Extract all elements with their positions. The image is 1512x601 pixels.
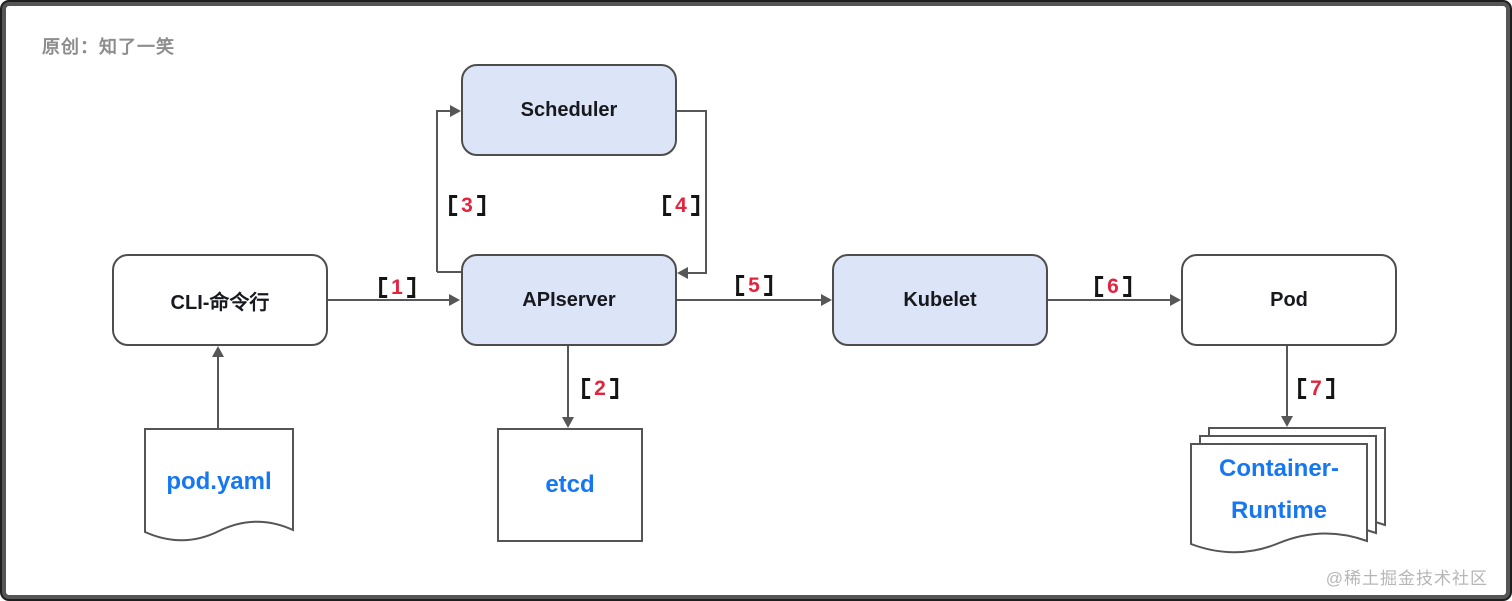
step-number: 1 <box>391 275 403 299</box>
community-watermark: @稀土掘金技术社区 <box>1325 569 1488 588</box>
edge-cli-apiserver-arrowhead <box>449 294 460 306</box>
edge-apiserver-scheduler-segment1 <box>437 271 462 273</box>
node-pod-label: Pod <box>1270 288 1308 311</box>
edge-apiserver-kubelet-arrowhead <box>821 294 832 306</box>
bracket-open <box>736 274 745 296</box>
edge-scheduler-apiserver-arrowhead <box>677 267 688 279</box>
author-credit: 原创：知了一笑 <box>42 37 175 57</box>
node-runtime-label: Container- Runtime <box>1190 455 1368 525</box>
bracket-open <box>379 276 388 298</box>
node-kubelet-label: Kubelet <box>903 288 977 311</box>
step-number: 5 <box>748 273 760 297</box>
step-number: 3 <box>461 193 473 217</box>
node-pod: Pod <box>1181 254 1397 346</box>
bracket-open <box>449 194 458 216</box>
edge-pod-runtime-line <box>1286 346 1288 417</box>
node-etcd-label: etcd <box>545 471 595 498</box>
node-kubelet: Kubelet <box>832 254 1048 346</box>
node-cli: CLI-命令行 <box>112 254 328 346</box>
node-etcd: etcd <box>497 428 643 542</box>
step-label-2: 2 <box>582 375 618 401</box>
node-scheduler: Scheduler <box>461 64 677 156</box>
node-apiserver-label: APIserver <box>522 288 616 311</box>
bracket-close <box>406 276 415 298</box>
step-label-6: 6 <box>1095 273 1131 299</box>
node-scheduler-label: Scheduler <box>520 98 618 121</box>
edge-apiserver-scheduler-segment3 <box>437 110 451 112</box>
edge-pod-runtime-arrowhead <box>1281 416 1293 427</box>
bracket-open <box>1298 377 1307 399</box>
edge-apiserver-scheduler-segment2 <box>436 110 438 272</box>
node-runtime-document-shape <box>1190 443 1368 554</box>
bracket-close <box>690 194 699 216</box>
bracket-close <box>763 274 772 296</box>
bracket-close <box>1325 377 1334 399</box>
node-cli-label: CLI-命令行 <box>170 291 270 314</box>
edge-apiserver-kubelet-line <box>677 299 822 301</box>
step-label-5: 5 <box>736 272 772 298</box>
node-runtime-label-line2: Runtime <box>1231 497 1327 524</box>
step-label-1: 1 <box>379 274 415 300</box>
node-podyaml-document-shape <box>144 428 294 542</box>
bracket-open <box>1095 275 1104 297</box>
bracket-close <box>1122 275 1131 297</box>
step-label-4: 4 <box>663 192 699 218</box>
edge-apiserver-scheduler-arrowhead <box>450 105 461 117</box>
step-number: 2 <box>594 376 606 400</box>
step-number: 7 <box>1310 376 1322 400</box>
node-runtime-label-line1: Container- <box>1219 455 1339 482</box>
edge-podyaml-cli-line <box>217 356 219 429</box>
edge-scheduler-apiserver-segment2 <box>705 110 707 273</box>
step-label-7: 7 <box>1298 375 1334 401</box>
step-number: 4 <box>675 193 687 217</box>
edge-apiserver-etcd-line <box>567 346 569 418</box>
node-apiserver: APIserver <box>461 254 677 346</box>
edge-podyaml-cli-arrowhead <box>212 346 224 357</box>
step-number: 6 <box>1107 274 1119 298</box>
bracket-open <box>582 377 591 399</box>
edge-scheduler-apiserver-segment1 <box>677 110 707 112</box>
bracket-close <box>609 377 618 399</box>
edge-apiserver-etcd-arrowhead <box>562 417 574 428</box>
bracket-open <box>663 194 672 216</box>
bracket-close <box>476 194 485 216</box>
edge-cli-apiserver-line <box>328 299 450 301</box>
step-label-3: 3 <box>449 192 485 218</box>
edge-kubelet-pod-arrowhead <box>1170 294 1181 306</box>
edge-scheduler-apiserver-segment3 <box>688 272 707 274</box>
edge-kubelet-pod-line <box>1048 299 1171 301</box>
node-podyaml-label: pod.yaml <box>166 468 272 495</box>
